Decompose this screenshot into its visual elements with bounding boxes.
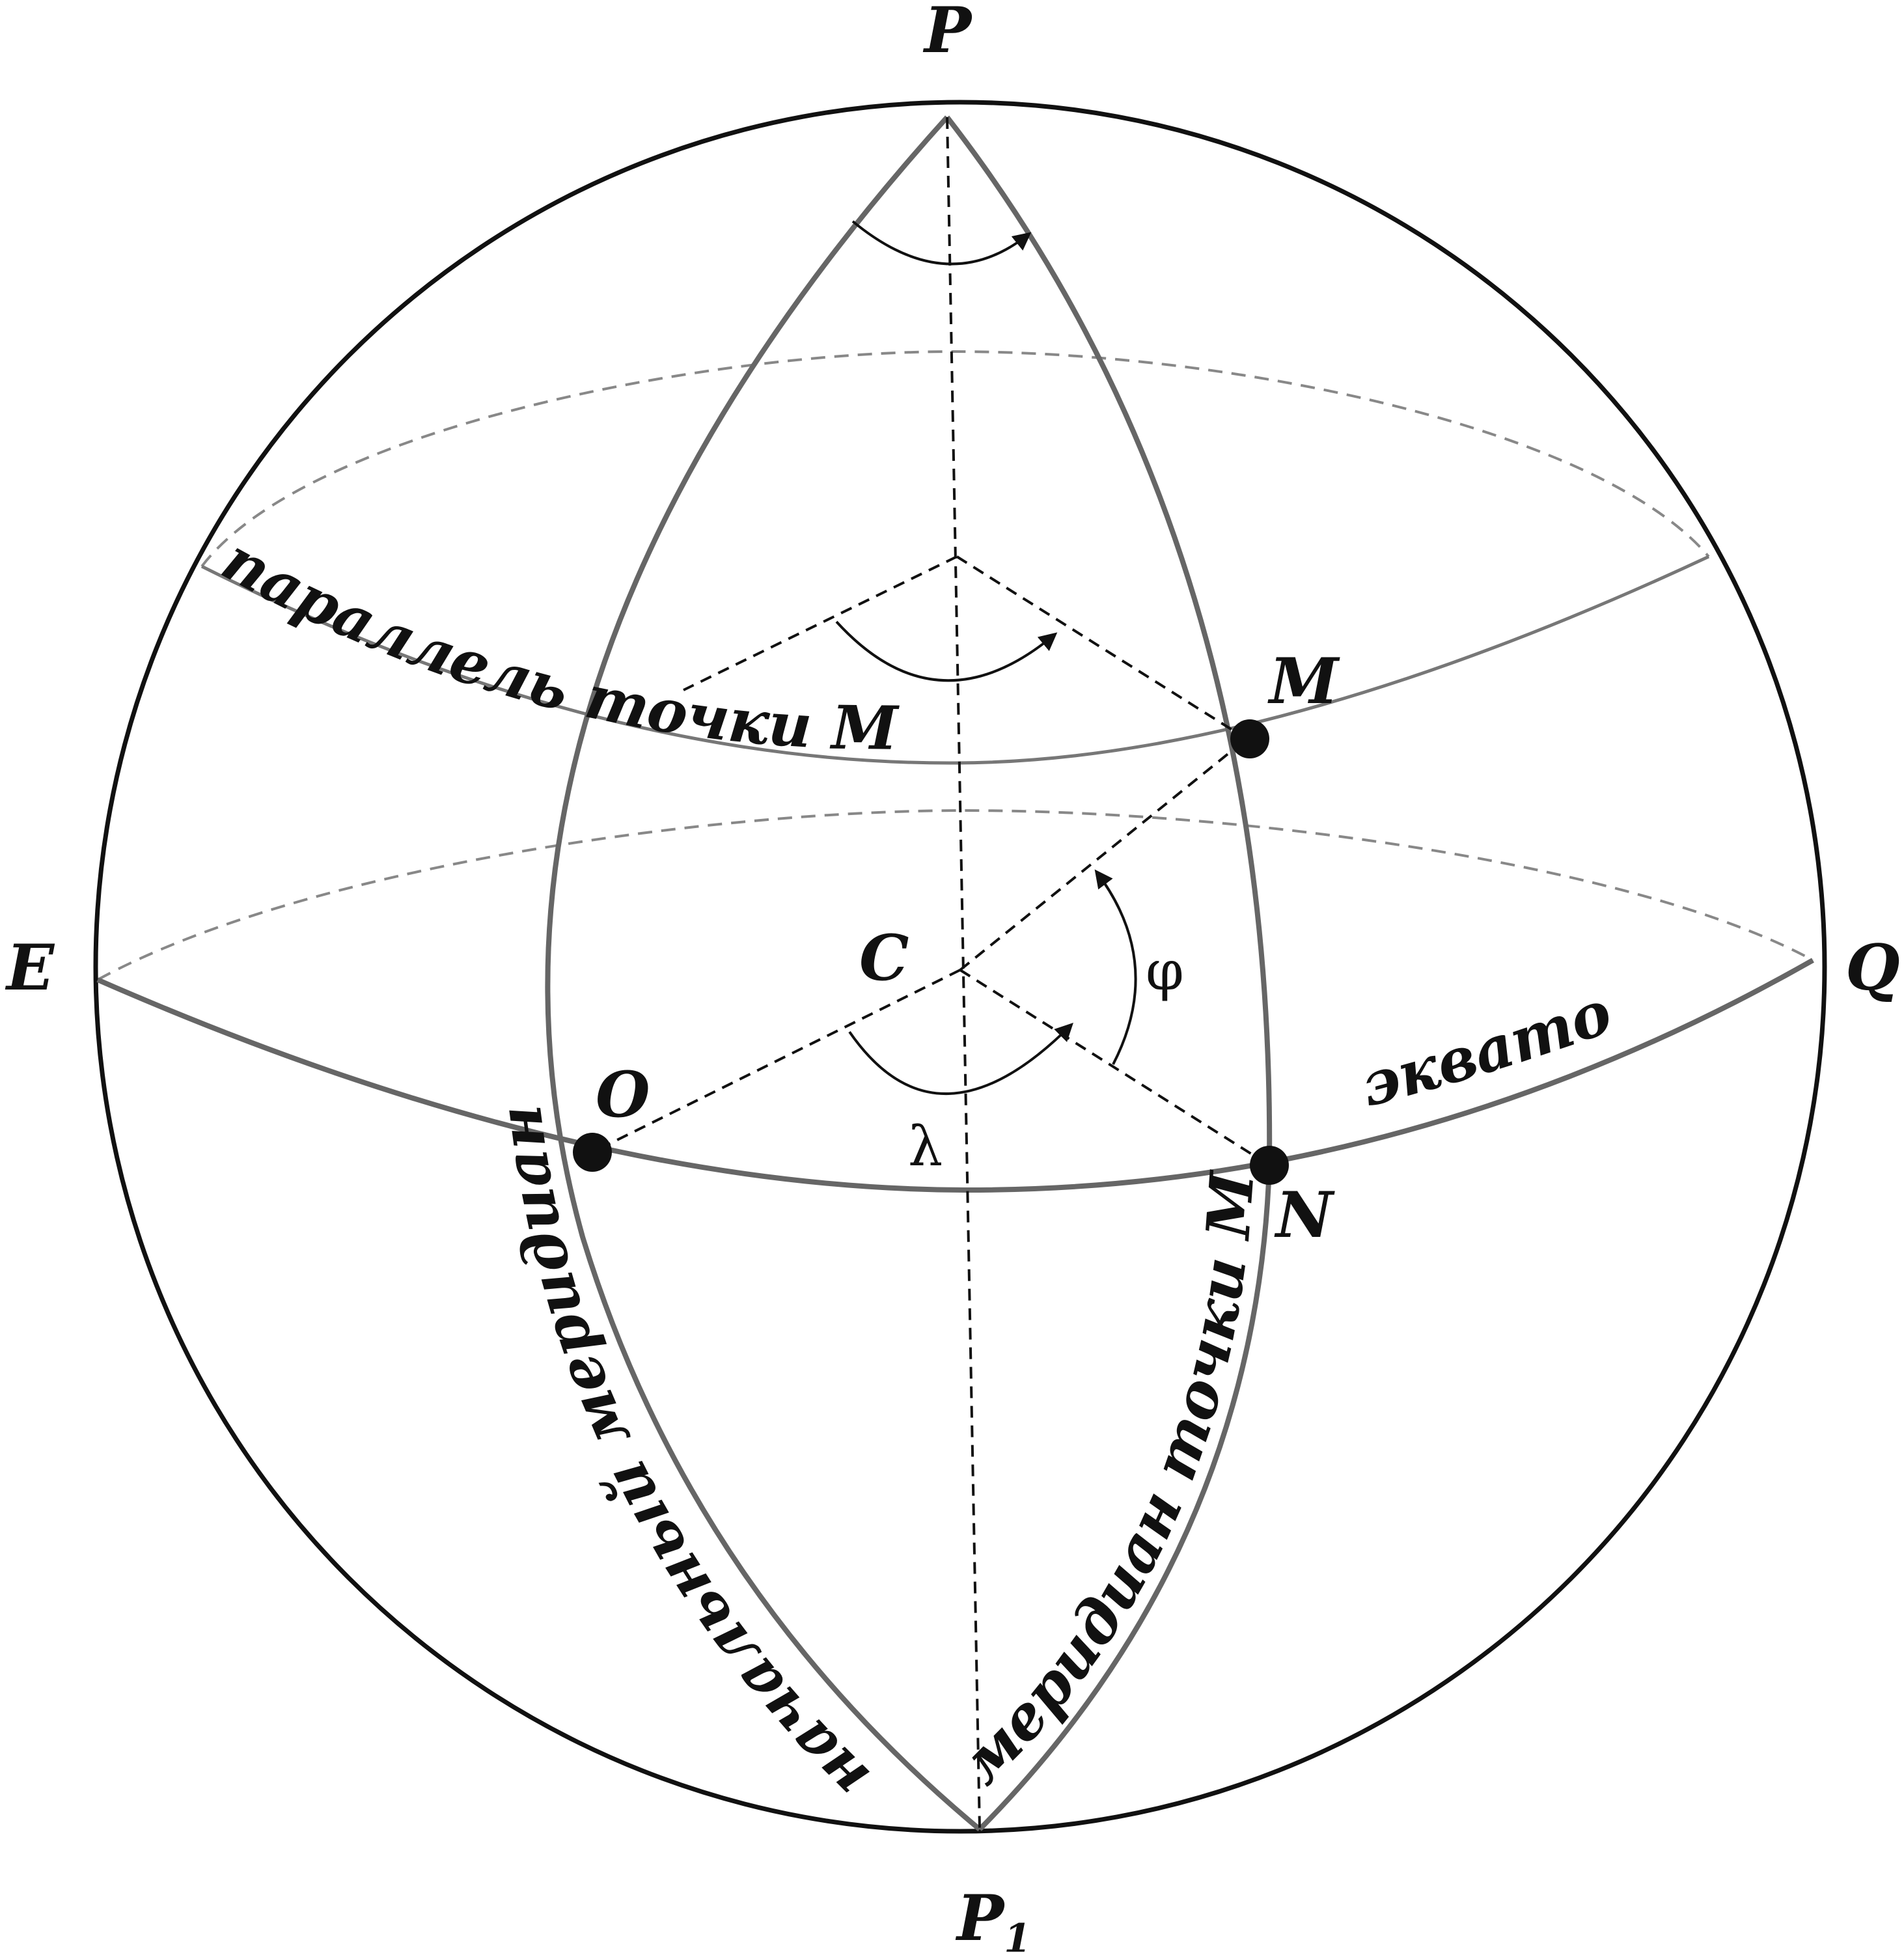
label-prime-meridian: начальный меридиан — [484, 1101, 882, 1813]
label-parallel-path: параллель точки M — [211, 524, 900, 764]
label-p1: P1 — [955, 1881, 1031, 1953]
label-o: O — [596, 1058, 650, 1131]
polar-axis — [946, 117, 981, 1830]
label-e: E — [5, 931, 55, 1004]
center-to-o — [592, 969, 961, 1154]
label-m: M — [1267, 644, 1340, 718]
parallel-center-to-left — [683, 555, 958, 691]
parallel-angle-arrow — [835, 620, 1058, 682]
label-n: N — [1274, 1178, 1335, 1252]
label-p: P — [922, 0, 973, 67]
pole-angle-arrow — [851, 220, 1032, 266]
label-phi: φ — [1146, 939, 1184, 1003]
construction-lines — [592, 117, 1271, 1830]
equator-back-dashed — [97, 809, 1814, 981]
label-meridian-m: меридиан точки M — [946, 1168, 1267, 1797]
point-m-dot — [1230, 719, 1269, 758]
parallel-center-to-m — [956, 555, 1248, 740]
label-lambda: λ — [908, 1115, 943, 1178]
label-meridian-m-path: меридиан точки M — [946, 1168, 1267, 1797]
longitude-angle-arrow — [848, 1023, 1073, 1095]
label-p1-main: P — [955, 1881, 1006, 1953]
label-q: Q — [1845, 931, 1900, 1004]
label-prime-meridian-path: начальный меридиан — [484, 1101, 882, 1813]
point-n-dot — [1250, 1146, 1289, 1185]
label-p1-sub: 1 — [1004, 1916, 1031, 1953]
meridian-m-arc — [945, 115, 1273, 1831]
point-o-dot — [573, 1133, 612, 1172]
parallel-back-dashed — [200, 350, 1710, 568]
center-to-n — [959, 969, 1271, 1167]
label-parallel: параллель точки M — [211, 524, 900, 764]
label-c: C — [859, 921, 909, 995]
prime-meridian-arc — [545, 115, 982, 1832]
equator-front — [96, 958, 1814, 1193]
latitude-angle-arrow — [1094, 869, 1137, 1065]
sphere-outline — [93, 100, 1827, 1834]
parallel-front — [200, 555, 1710, 765]
center-to-m — [959, 738, 1248, 971]
